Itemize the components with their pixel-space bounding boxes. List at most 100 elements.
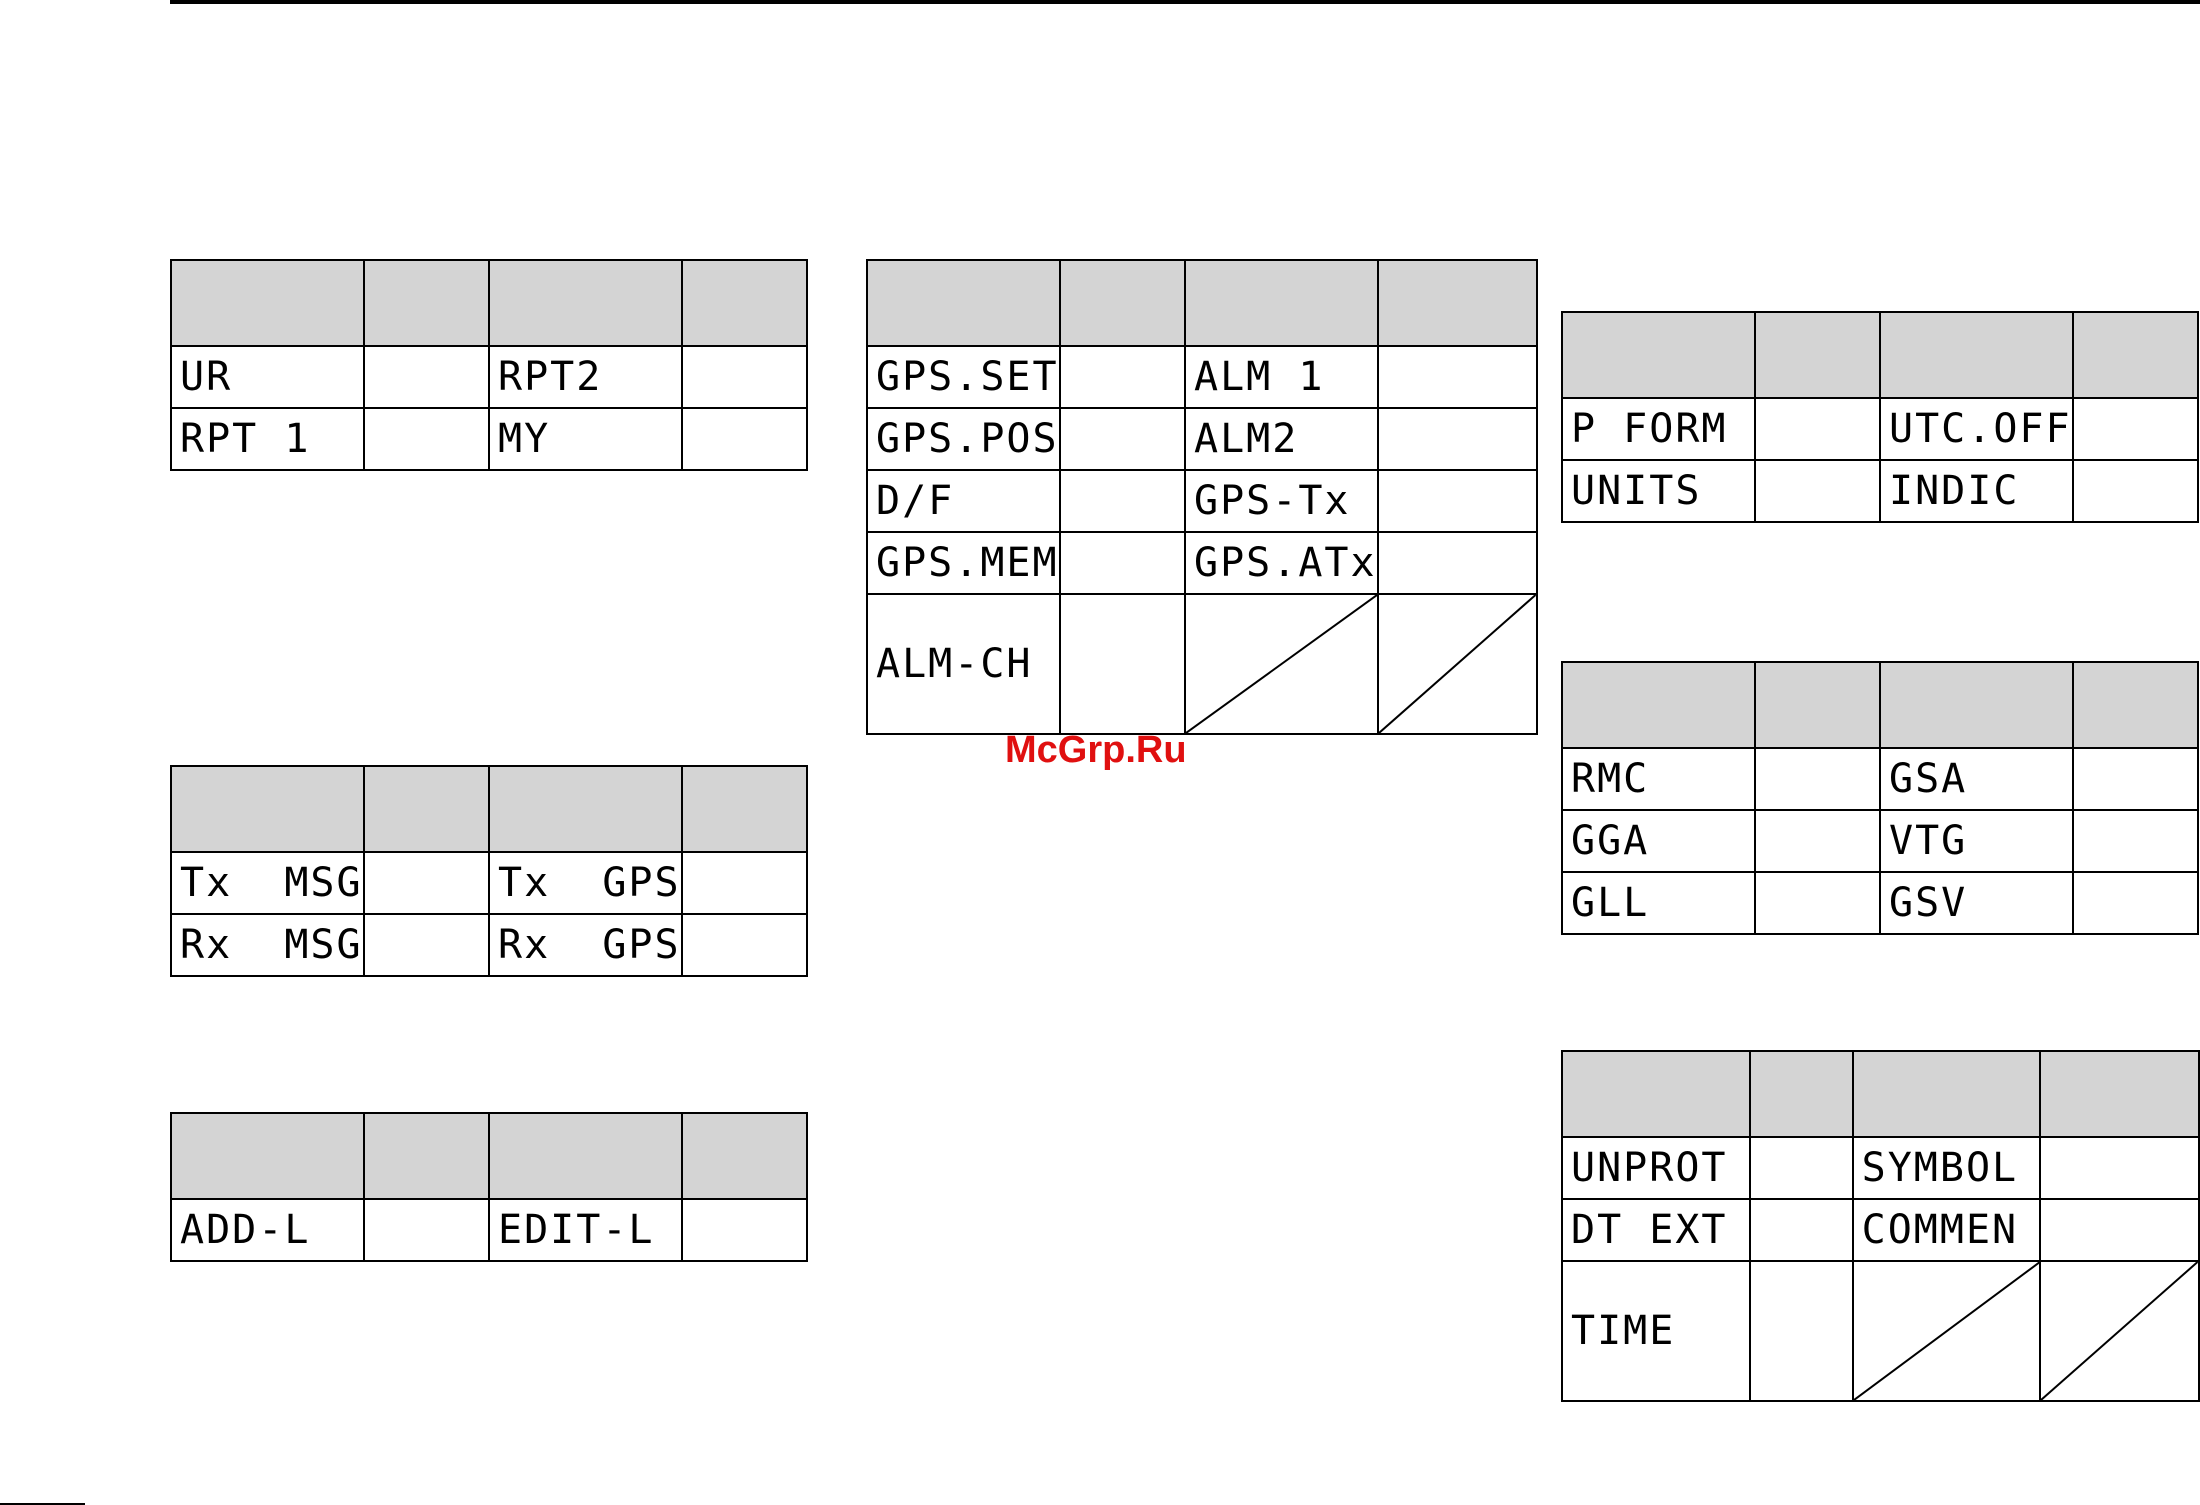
table-cell: [681, 407, 808, 471]
table-cell: Tx MSG: [170, 851, 365, 915]
table-cell: [1748, 1260, 1854, 1402]
watermark: McGrp.Ru: [1005, 729, 1187, 771]
table-row: P FORM UTC.OFF: [1561, 397, 2199, 461]
table-cell: [681, 345, 808, 409]
table-cell: ADD-L: [170, 1198, 365, 1262]
table-cell: [1059, 593, 1186, 735]
table-cell: RPT 1: [170, 407, 365, 471]
table-cell: [1754, 871, 1881, 935]
table-row: RPT 1 MY: [170, 407, 808, 471]
table-cell: GPS.MEM: [866, 531, 1061, 595]
table-cell: [1754, 809, 1881, 873]
table-cell: GGA: [1561, 809, 1756, 873]
table-cell: [2072, 397, 2199, 461]
table-row: TIME: [1561, 1260, 2200, 1402]
table-cell: GPS-Tx: [1184, 469, 1379, 533]
table-cell: GLL: [1561, 871, 1756, 935]
table-cell: [681, 913, 808, 977]
table-cell: [681, 851, 808, 915]
table-row: GLL GSV: [1561, 871, 2199, 935]
table-row: GPS.SET ALM 1: [866, 345, 1538, 409]
table-cell: [1754, 459, 1881, 523]
table-cell: RMC: [1561, 747, 1756, 811]
table-cell: GPS.SET: [866, 345, 1061, 409]
table-cell: [363, 345, 490, 409]
top-rule: [170, 0, 2200, 4]
table-cell: D/F: [866, 469, 1061, 533]
table-header-row: [1561, 661, 2199, 749]
table-cell: [363, 913, 490, 977]
table-cell: DT EXT: [1561, 1198, 1751, 1262]
list-table: ADD-L EDIT-L: [170, 1112, 808, 1262]
table-cell: RPT2: [488, 345, 683, 409]
table-cell: [363, 851, 490, 915]
nmea-sentence-table: RMC GSA GGA VTG GLL GSV: [1561, 661, 2199, 935]
table-cell: [2072, 809, 2199, 873]
table-cell: INDIC: [1879, 459, 2074, 523]
diagonal-line: [1379, 595, 1536, 733]
table-cell: [2072, 747, 2199, 811]
table-cell: ALM-CH: [866, 593, 1061, 735]
table-cell: [2039, 1136, 2200, 1200]
table-cell: UTC.OFF: [1879, 397, 2074, 461]
table-cell: [2039, 1198, 2200, 1262]
table-cell: [1059, 407, 1186, 471]
aprs-table: UNPROT SYMBOL DT EXT COMMEN TIME: [1561, 1050, 2200, 1402]
table-cell: [1377, 531, 1538, 595]
table-cell: Tx GPS: [488, 851, 683, 915]
bottom-rule: [0, 1503, 85, 1505]
table-cell: ALM 1: [1184, 345, 1379, 409]
table-cell: [1059, 469, 1186, 533]
table-cell: [363, 407, 490, 471]
table-cell: [1059, 531, 1186, 595]
table-row: GPS.POS ALM2: [866, 407, 1538, 471]
table-row: GPS.MEM GPS.ATx: [866, 531, 1538, 595]
table-cell: EDIT-L: [488, 1198, 683, 1262]
table-header-row: [170, 765, 808, 853]
empty-diagonal-cell: [1851, 1260, 2042, 1402]
table-cell: GPS.POS: [866, 407, 1061, 471]
table-cell: [1059, 345, 1186, 409]
table-cell: Rx MSG: [170, 913, 365, 977]
table-cell: [1377, 345, 1538, 409]
table-cell: COMMEN: [1851, 1198, 2042, 1262]
call-sign-table: UR RPT2 RPT 1 MY: [170, 259, 808, 471]
table-row: Rx MSG Rx GPS: [170, 913, 808, 977]
diagonal-line: [1854, 1262, 2040, 1400]
table-cell: MY: [488, 407, 683, 471]
table-cell: UNITS: [1561, 459, 1756, 523]
table-cell: [1748, 1136, 1854, 1200]
table-cell: [1754, 397, 1881, 461]
diagonal-line: [1186, 595, 1377, 733]
gps-table: GPS.SET ALM 1 GPS.POS ALM2 D/F GPS-Tx GP…: [866, 259, 1538, 735]
table-row: RMC GSA: [1561, 747, 2199, 811]
table-cell: ALM2: [1184, 407, 1379, 471]
table-cell: Rx GPS: [488, 913, 683, 977]
table-cell: [2072, 459, 2199, 523]
diagonal-line: [2041, 1262, 2198, 1400]
table-row: ADD-L EDIT-L: [170, 1198, 808, 1262]
table-cell: GSA: [1879, 747, 2074, 811]
empty-diagonal-cell: [1377, 593, 1538, 735]
table-cell: SYMBOL: [1851, 1136, 2042, 1200]
table-cell: [1748, 1198, 1854, 1262]
table-cell: VTG: [1879, 809, 2074, 873]
table-header-row: [1561, 1050, 2200, 1138]
table-cell: UR: [170, 345, 365, 409]
empty-diagonal-cell: [1184, 593, 1379, 735]
table-row: Tx MSG Tx GPS: [170, 851, 808, 915]
empty-diagonal-cell: [2039, 1260, 2200, 1402]
table-header-row: [866, 259, 1538, 347]
message-table: Tx MSG Tx GPS Rx MSG Rx GPS: [170, 765, 808, 977]
table-header-row: [1561, 311, 2199, 399]
table-header-row: [170, 259, 808, 347]
table-row: UR RPT2: [170, 345, 808, 409]
table-cell: [363, 1198, 490, 1262]
table-cell: GSV: [1879, 871, 2074, 935]
table-row: UNITS INDIC: [1561, 459, 2199, 523]
table-row: ALM-CH: [866, 593, 1538, 735]
table-cell: [1377, 469, 1538, 533]
table-cell: [2072, 871, 2199, 935]
table-cell: [1754, 747, 1881, 811]
table-row: DT EXT COMMEN: [1561, 1198, 2200, 1262]
